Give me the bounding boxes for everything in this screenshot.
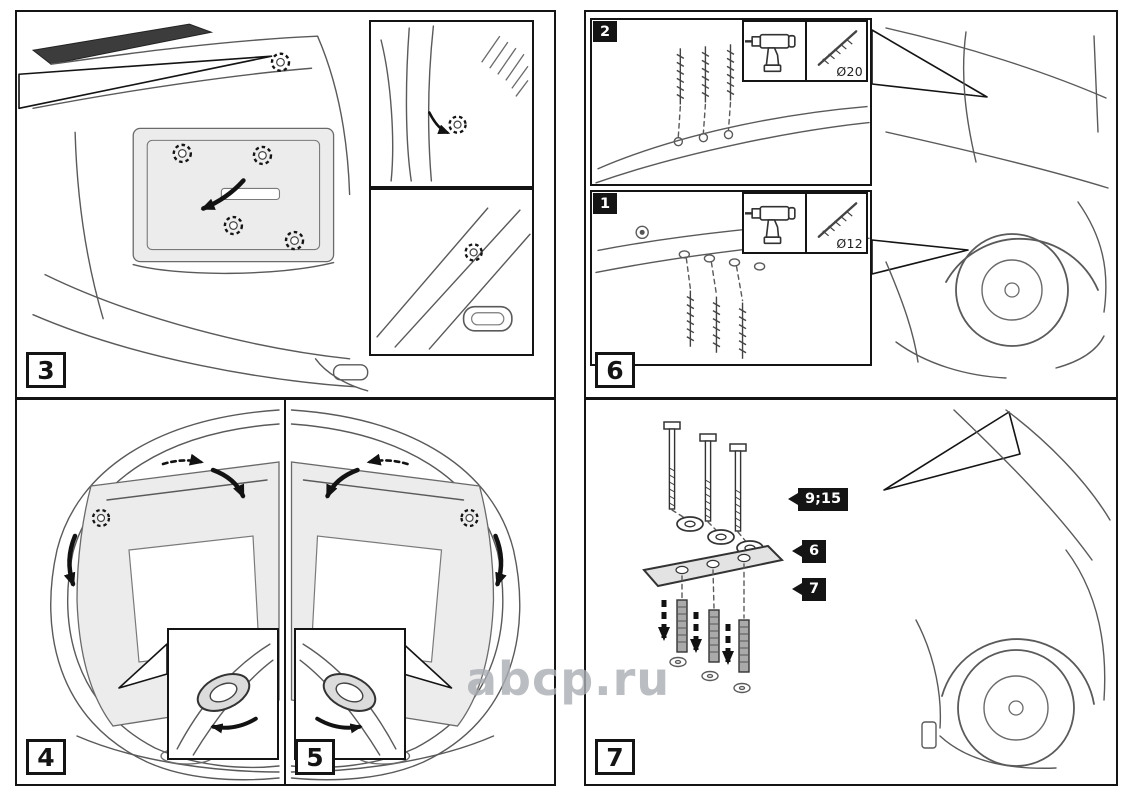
- tool-requirements-box: Ø20: [742, 20, 868, 82]
- watermark: abcp.ru: [466, 652, 671, 706]
- bolt-icon: [663, 421, 681, 510]
- part-label-dowel: 7: [792, 578, 827, 601]
- car-quarter-drawing: [871, 27, 1109, 379]
- bolt-icon: [729, 443, 747, 532]
- part-label-plate: 6: [792, 540, 827, 563]
- screw-icon: [464, 243, 483, 262]
- substep-badge: 1: [593, 193, 617, 214]
- hole: [728, 258, 741, 267]
- vent-grille: [481, 35, 529, 97]
- part-label-text: 6: [809, 543, 820, 559]
- grommet-inset: [167, 628, 279, 760]
- label-pointer-arrow: [792, 545, 802, 558]
- hole: [673, 136, 684, 147]
- grommet: [322, 673, 377, 712]
- drill-screw-icon: [712, 295, 721, 354]
- stud: [635, 225, 649, 240]
- step-number-badge: 5: [295, 739, 335, 775]
- panel-step-5: 5: [284, 398, 556, 786]
- hinge-arrow: [161, 453, 204, 466]
- drilled-holes: [669, 656, 751, 694]
- drill-bit-icon: Ø20: [805, 22, 866, 80]
- trunk-interior-drawing: [18, 23, 369, 392]
- substep-badge: 2: [593, 21, 617, 42]
- drill-bit-icon: Ø12: [805, 194, 866, 252]
- hole: [753, 262, 766, 271]
- rear-wheel: [955, 233, 1069, 347]
- remove-arrow: [63, 533, 78, 587]
- hole: [703, 254, 716, 263]
- drill-screw-icon: [701, 45, 710, 104]
- expansion-dowel-icon: [738, 619, 750, 673]
- remove-arrow: [493, 533, 507, 587]
- callout-wedge: [18, 55, 273, 110]
- part-label-text: 7: [809, 581, 820, 597]
- part-label-washers: 9;15: [788, 488, 849, 511]
- callout-wedge: [883, 411, 1021, 491]
- grommet-inset: [294, 628, 406, 760]
- rear-wheel: [957, 649, 1075, 767]
- detail-inset-pillar: [369, 20, 534, 188]
- grommet: [196, 673, 251, 712]
- step-number-badge: 7: [595, 739, 635, 775]
- remove-arrow: [200, 178, 246, 211]
- hole: [723, 129, 734, 140]
- tool-requirements-box: Ø12: [742, 192, 868, 254]
- panel-step-6: 2: [584, 10, 1118, 399]
- callout-wedge: [871, 239, 969, 275]
- panel-step-7: 9;15 6 7 7: [584, 398, 1118, 786]
- label-pointer-arrow: [788, 493, 798, 506]
- step-number-badge: 4: [26, 739, 66, 775]
- pry-arrow: [315, 716, 363, 734]
- mud-flap: [921, 721, 937, 749]
- washer-icon: [676, 516, 704, 532]
- pry-arrow: [210, 716, 258, 734]
- detail-inset-latch: [369, 188, 534, 356]
- panel-step-3: 3: [15, 10, 556, 399]
- drill-diameter-label: Ø12: [836, 236, 863, 251]
- washer-icon: [707, 529, 735, 545]
- screw-icon: [270, 52, 291, 72]
- drill-inset-top: 2: [590, 18, 872, 186]
- parcel-shelf: [31, 23, 214, 65]
- part-label-text: 9;15: [805, 491, 842, 507]
- drill-diameter-label: Ø20: [836, 64, 863, 79]
- step-number-badge: 6: [595, 352, 635, 388]
- drill-icon: [744, 194, 805, 252]
- hole: [698, 132, 709, 143]
- handle-cutout: [462, 305, 513, 332]
- drill-screw-icon: [686, 289, 695, 348]
- turn-arrow: [428, 111, 451, 134]
- bolt-icon: [699, 433, 717, 522]
- drill-icon: [744, 22, 805, 80]
- drill-screw-icon: [738, 301, 747, 360]
- expansion-dowel-icon: [676, 599, 688, 653]
- mounting-plate: [642, 544, 785, 588]
- remove-arrow: [210, 467, 246, 499]
- label-pointer-arrow: [792, 583, 802, 596]
- screw-icon: [448, 115, 467, 134]
- drill-screw-icon: [676, 47, 685, 106]
- step-number-badge: 3: [26, 352, 66, 388]
- exploded-fasteners-drawing: [642, 409, 1111, 769]
- callout-wedge: [871, 29, 988, 98]
- hinge-arrow: [366, 453, 409, 466]
- drill-inset-bottom: 1: [590, 190, 872, 366]
- panel-step-4: 4: [15, 398, 286, 786]
- hole: [678, 250, 691, 259]
- expansion-dowel-icon: [708, 609, 720, 663]
- remove-arrow: [325, 467, 360, 499]
- drill-screw-icon: [726, 43, 735, 102]
